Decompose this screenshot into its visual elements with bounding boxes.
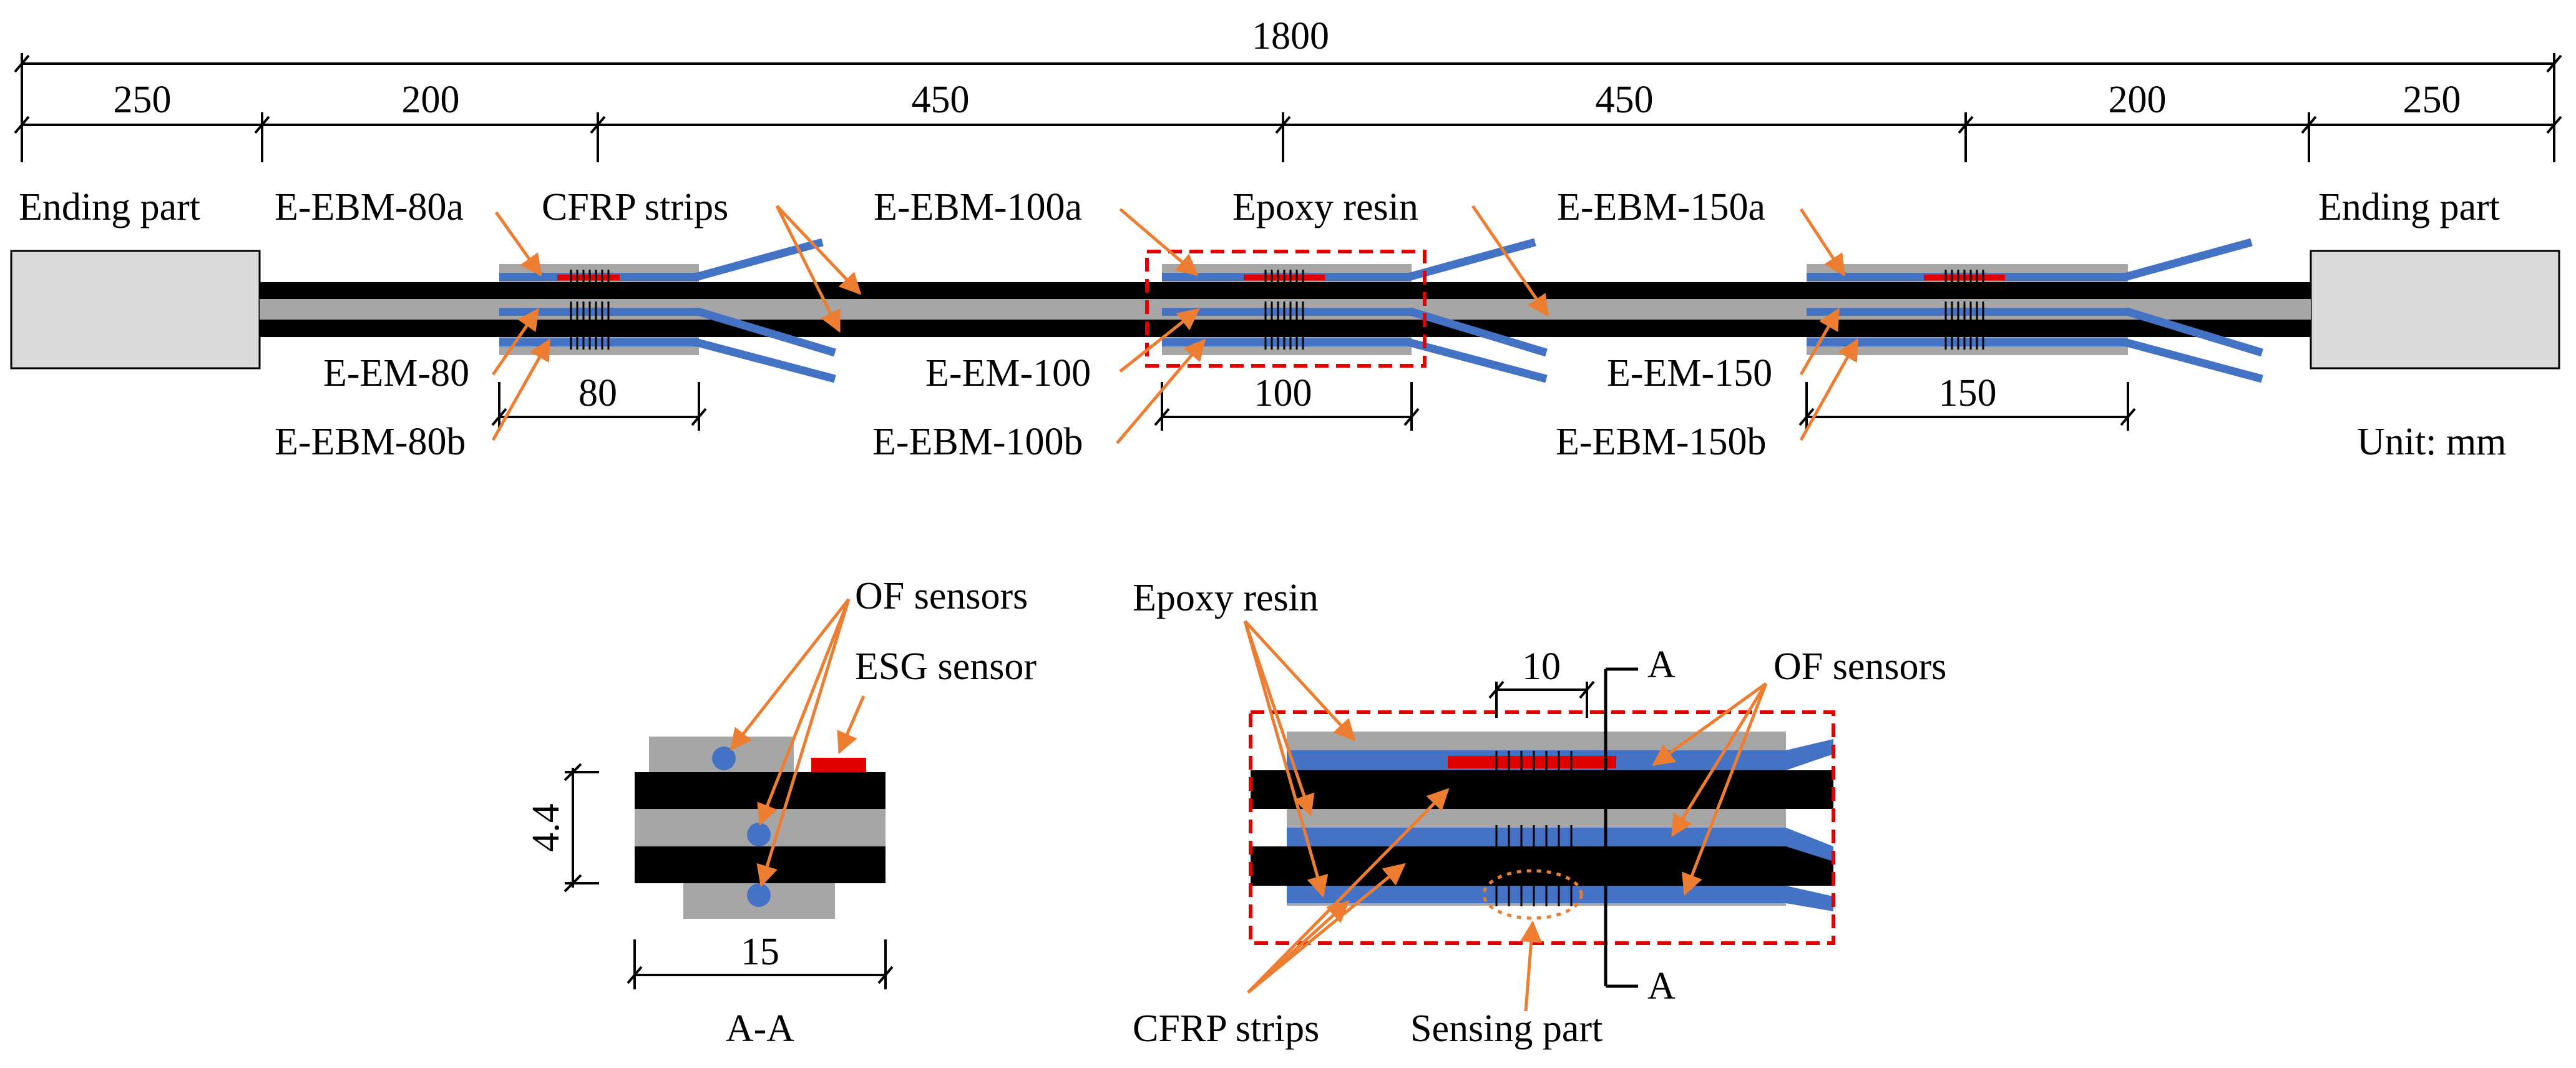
dimension-lines-top [14,53,2562,162]
label-e-ebm-150b: E-EBM-150b [1556,421,1767,463]
ending-part-right-label: Ending part [2318,186,2500,228]
section-mark-bottom: A [1647,965,1676,1007]
label-cfrp-strips-detail: CFRP strips [1133,1007,1319,1050]
joint-100 [1145,238,1548,383]
leader-arrows-elevation [491,205,1859,444]
of-sensor-dot-1 [712,747,736,770]
of-sensor-dot-2 [747,823,771,846]
section-mark-top: A [1647,644,1676,686]
sensing-part-ellipse [1482,869,1583,920]
bonded-length-150: 150 [1939,372,1997,414]
detail-dashed-frame [1249,710,1835,945]
detail-view: A A 10 Epoxy resin OF sensors CFRP strip… [1133,577,1946,1050]
bonded-length-dims [491,382,2136,431]
label-cfrp-strips-top: CFRP strips [542,186,728,228]
detail-spacing: 10 [1522,645,1561,688]
ending-part-left-label: Ending part [19,186,200,228]
label-epoxy-resin-top: Epoxy resin [1232,186,1418,228]
section-aa: 4.4 15 A-A OF sensors ESG sensor [525,575,1037,1050]
label-of-sensors-detail: OF sensors [1773,645,1946,688]
label-e-em-150: E-EM-150 [1607,352,1772,394]
detail-esg-sensor [1448,756,1616,768]
label-sensing-part: Sensing part [1410,1007,1603,1050]
specimen-elevation: 80 100 150 Ending part Ending part E-EBM… [10,186,2560,463]
dim-seg-3: 450 [912,79,970,121]
section-width: 15 [741,931,779,973]
dim-seg-2: 200 [402,79,460,121]
dimension-values-top: 1800 250 200 450 450 200 250 [114,15,2461,121]
label-esg-sensor: ESG sensor [855,645,1037,688]
label-e-ebm-80a: E-EBM-80a [275,186,464,228]
label-e-ebm-100b: E-EBM-100b [872,421,1083,463]
ending-part-right-block [2310,250,2560,370]
label-e-em-80: E-EM-80 [323,352,469,394]
label-epoxy-resin-detail: Epoxy resin [1133,577,1319,619]
dim-seg-1: 250 [114,79,172,121]
dim-seg-5: 200 [2109,79,2167,121]
label-e-em-100: E-EM-100 [925,352,1091,394]
bonded-length-80: 80 [578,372,617,414]
label-of-sensors-aa: OF sensors [855,575,1028,617]
label-e-ebm-80b: E-EBM-80b [275,421,466,463]
detail-callout-box [1145,250,1427,368]
dim-seg-6: 250 [2403,79,2461,121]
joint-150 [1807,238,2263,383]
unit-label: Unit: mm [2357,421,2506,463]
dim-total: 1800 [1252,15,1329,57]
ending-part-left-block [10,250,261,370]
dim-seg-4: 450 [1596,79,1654,121]
of-sensor-dot-3 [747,883,771,907]
label-e-ebm-100a: E-EBM-100a [874,186,1082,228]
esg-sensor-mark [811,758,866,772]
section-height: 4.4 [525,803,567,852]
section-caption: A-A [726,1007,794,1050]
bonded-length-100: 100 [1254,372,1312,414]
label-e-ebm-150a: E-EBM-150a [1557,186,1765,228]
